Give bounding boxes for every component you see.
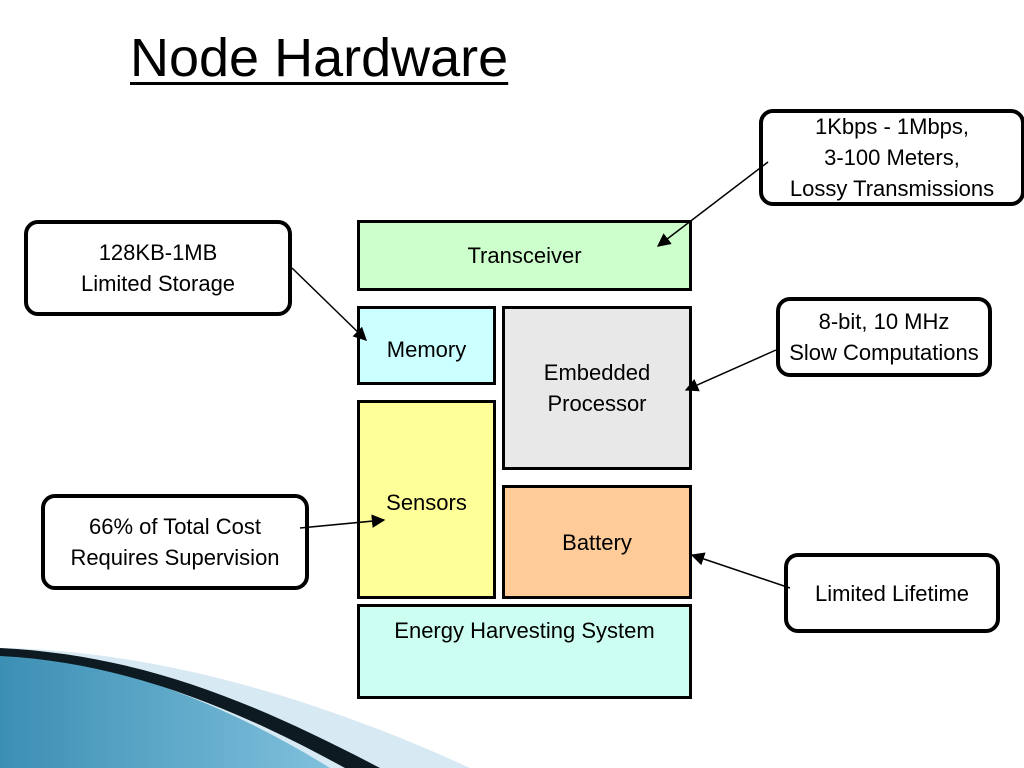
sensor-callout: 66% of Total Cost Requires Supervision [41,494,309,590]
processor-label-line1: Embedded [543,360,651,385]
sensors-block: Sensors [357,400,496,599]
cpu-callout: 8-bit, 10 MHz Slow Computations [776,297,992,377]
radio-callout: 1Kbps - 1Mbps, 3-100 Meters, Lossy Trans… [759,109,1024,206]
memory-block: Memory [357,306,496,385]
energy-harvesting-block: Energy Harvesting System [357,604,692,699]
radio-callout-line1: 1Kbps - 1Mbps, [814,114,970,139]
storage-arrow [291,267,367,341]
lifetime-callout-line1: Limited Lifetime [814,580,970,606]
energy-label: Energy Harvesting System [394,618,655,643]
lifetime-callout: Limited Lifetime [784,553,1000,633]
processor-label-line2: Processor [547,391,647,416]
sensor-callout-line2: Requires Supervision [70,545,280,570]
battery-block: Battery [502,485,692,599]
lifetime-arrow [690,552,791,589]
cpu-callout-line2: Slow Computations [789,340,979,365]
transceiver-label: Transceiver [467,243,582,268]
cpu-callout-line1: 8-bit, 10 MHz [818,309,950,334]
cpu-arrow [684,349,777,392]
radio-callout-line2: 3-100 Meters, [824,145,960,170]
wave-dark-stripe [0,648,380,768]
storage-callout: 128KB-1MB Limited Storage [24,220,292,316]
memory-label: Memory [386,337,467,362]
battery-label: Battery [562,529,632,555]
transceiver-block: Transceiver [357,220,692,291]
sensors-label: Sensors [386,490,467,515]
embedded-processor-block: Embedded Processor [502,306,692,470]
radio-callout-line3: Lossy Transmissions [789,176,995,201]
page-title: Node Hardware [130,28,509,88]
storage-callout-line1: 128KB-1MB [98,240,218,265]
storage-callout-line2: Limited Storage [80,271,236,296]
sensor-callout-line1: 66% of Total Cost [88,514,262,539]
wave-blue-band [0,652,330,768]
